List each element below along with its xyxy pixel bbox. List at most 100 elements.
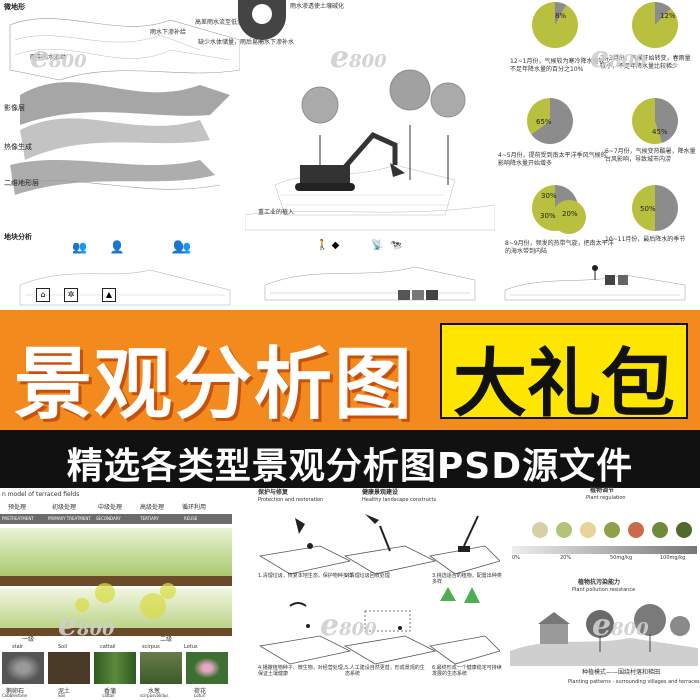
row-label-1: 一级 xyxy=(22,636,35,643)
watermark-1: e800 xyxy=(30,40,87,75)
step-3: 中级处理 xyxy=(98,504,123,511)
pie-feb xyxy=(632,2,678,48)
plant-chip-5 xyxy=(628,522,644,538)
tile-cobblestone xyxy=(2,652,44,684)
photo-thumb-3 xyxy=(426,290,438,300)
species-labels: 鹅卵石 泥土 香蒲 水葱 荷花 Cobblestone Soil cattail… xyxy=(0,686,232,700)
plant-chip-2 xyxy=(556,522,572,538)
pie-caption-jan: 12~1月份，气候较为寒冷降水量较少，不足年降水量的百分之10% xyxy=(510,58,617,73)
pie-caption-feb: 2~3月份，气候开始转变，春雨量较小，不足年降水量比较稀少 xyxy=(600,55,691,70)
stair-label-5: Lotus xyxy=(184,644,198,650)
step-5: 循环利用 xyxy=(182,504,207,511)
label-heat-layer: 热像生成 xyxy=(4,143,32,151)
center-icons: 🚶 ◆ 📡 🐄 xyxy=(316,240,403,251)
right-heading: 植物调节 xyxy=(590,487,615,494)
right-heading-2-en: Plant pollution resistance xyxy=(572,587,636,593)
plant-chip-1 xyxy=(532,522,548,538)
species-en-5: Lotus xyxy=(194,693,205,698)
bottom-illustration-panel: n model of terraced fields 预处理 初级处理 中级处理… xyxy=(0,487,700,700)
plant-chip-4 xyxy=(604,522,620,538)
pie-label-jan: 8% xyxy=(555,12,567,20)
middle-heading-1-en: Protection and restoration xyxy=(258,497,324,503)
gift-badge xyxy=(440,323,688,419)
callout-infiltration: 雨水下渗补给 xyxy=(150,29,187,36)
right-heading-2: 植物抗污染能力 xyxy=(578,579,621,586)
middle-caption-2: 2.清理垃圾回收处理 xyxy=(345,573,390,579)
tile-scirpus xyxy=(140,652,182,684)
people-icons: 👥 👤 👤 xyxy=(72,240,186,254)
step-en-5: REUSE xyxy=(184,516,198,521)
scale-0: 0% xyxy=(512,555,520,561)
row-label-2: 二级 xyxy=(160,636,173,643)
middle-heading-2: 健康景观建设 xyxy=(362,489,399,496)
middle-caption-4: 4.播撒植物种子、微生物，对经营处理，保证土壤健康 xyxy=(258,665,348,677)
tile-lotus xyxy=(186,652,228,684)
tile-cattail xyxy=(94,652,136,684)
watermark-2: e800 xyxy=(330,40,387,75)
tile-soil xyxy=(48,652,90,684)
photo-thumb-2 xyxy=(412,290,424,300)
scale-1: 20% xyxy=(560,555,572,561)
gift-text: 大礼包 xyxy=(453,341,675,427)
people-icon-right: 👥 xyxy=(176,240,191,254)
pie-caption-aug: 8~9月份，频发的热带气旋，把南太平洋的海水带到内陆 xyxy=(505,240,614,255)
restoration-steps-graphic xyxy=(258,514,500,665)
pie-label-aug-extra-0: 30% xyxy=(540,212,556,220)
pie-aug-overlay xyxy=(552,200,586,234)
subtitle-bar xyxy=(0,430,700,488)
pie-label-aug: 30% xyxy=(541,192,557,200)
callout-storage: 缺少水体储量，雨后易干 xyxy=(198,39,265,46)
pie-caption-oct: 10~11月份，最后降水的季节 xyxy=(605,236,686,243)
callout-recharge: 雨水下渗补水 xyxy=(258,39,295,46)
watermark-3: e800 xyxy=(590,40,647,75)
step-en-3: SECONDARY xyxy=(96,516,121,521)
bubble-1 xyxy=(95,583,115,603)
species-1: 鹅卵石 xyxy=(6,688,25,695)
photo-thumb-1 xyxy=(398,290,410,300)
right-terrain-graphic xyxy=(504,265,686,301)
plant-chip-3 xyxy=(580,522,596,538)
village-terraces-graphic xyxy=(510,604,698,666)
step-1: 预处理 xyxy=(8,504,27,511)
middle-caption-5: 5.人工建设自然更替，形成景观的生态系统 xyxy=(345,665,425,677)
stair-labels: stair Soil cattail scirpus Lotus xyxy=(0,644,232,650)
watermark-4: e800 xyxy=(58,608,115,643)
right-heading-en: Plant regulation xyxy=(586,495,626,501)
scale-3: 100mg/kg xyxy=(660,555,686,561)
stair-label-2: Soil xyxy=(58,644,68,650)
stair-label-3: cattail xyxy=(100,644,116,650)
dial-graphic xyxy=(238,0,286,40)
middle-caption-1: 1.清理垃圾，恢复本地生态，保护物种多样 xyxy=(258,573,353,579)
plant-chip-7 xyxy=(676,522,692,538)
species-4: 水葱 xyxy=(148,688,161,695)
wetland-row-2 xyxy=(0,588,232,633)
watermark-5: e800 xyxy=(320,608,377,643)
plant-chip-6 xyxy=(652,522,668,538)
top-illustration-panel: 微地形 影像层 热像生成 二维地形层 地块分析 高差雨水流至低洼 雨水下渗补给 … xyxy=(0,0,700,310)
left-heading: n model of terraced fields xyxy=(2,491,80,498)
step-en-4: TERTIARY xyxy=(140,516,159,521)
species-en-3: cattail xyxy=(102,693,115,698)
tree-icon: ✲ xyxy=(64,288,78,302)
step-en-1: PRETREATMENT xyxy=(2,516,34,521)
scale-2: 50mg/kg xyxy=(610,555,633,561)
bubble-3 xyxy=(75,598,89,612)
callout-rainflow: 雨中雨水流动 xyxy=(30,54,67,61)
soil-row-2 xyxy=(0,628,232,636)
wetland-row-1 xyxy=(0,528,232,576)
pie-jan xyxy=(532,2,578,48)
label-plot-analysis: 地块分析 xyxy=(4,233,32,241)
watermark-6: e800 xyxy=(592,608,649,643)
dial-caption: 雨水渗透使土壤碱化 xyxy=(290,3,345,10)
pie-label-aug-extra: 20% xyxy=(562,210,578,218)
species-en-1: Cobblestone xyxy=(2,693,27,698)
middle-heading-2-en: Healthy landscape constructs xyxy=(362,497,437,503)
bubble-2 xyxy=(140,593,166,619)
warning-icon: ▲ xyxy=(102,288,116,302)
pie-jun xyxy=(632,98,678,144)
home-icon: ⌂ xyxy=(36,288,50,302)
pie-label-apr: 65% xyxy=(536,118,552,126)
middle-caption-6: 6.最终形成一个健康稳定可持续发展的生态系统 xyxy=(432,665,502,677)
stair-label-4: scirpus xyxy=(142,644,160,650)
pie-label-oct: 50% xyxy=(640,205,656,213)
